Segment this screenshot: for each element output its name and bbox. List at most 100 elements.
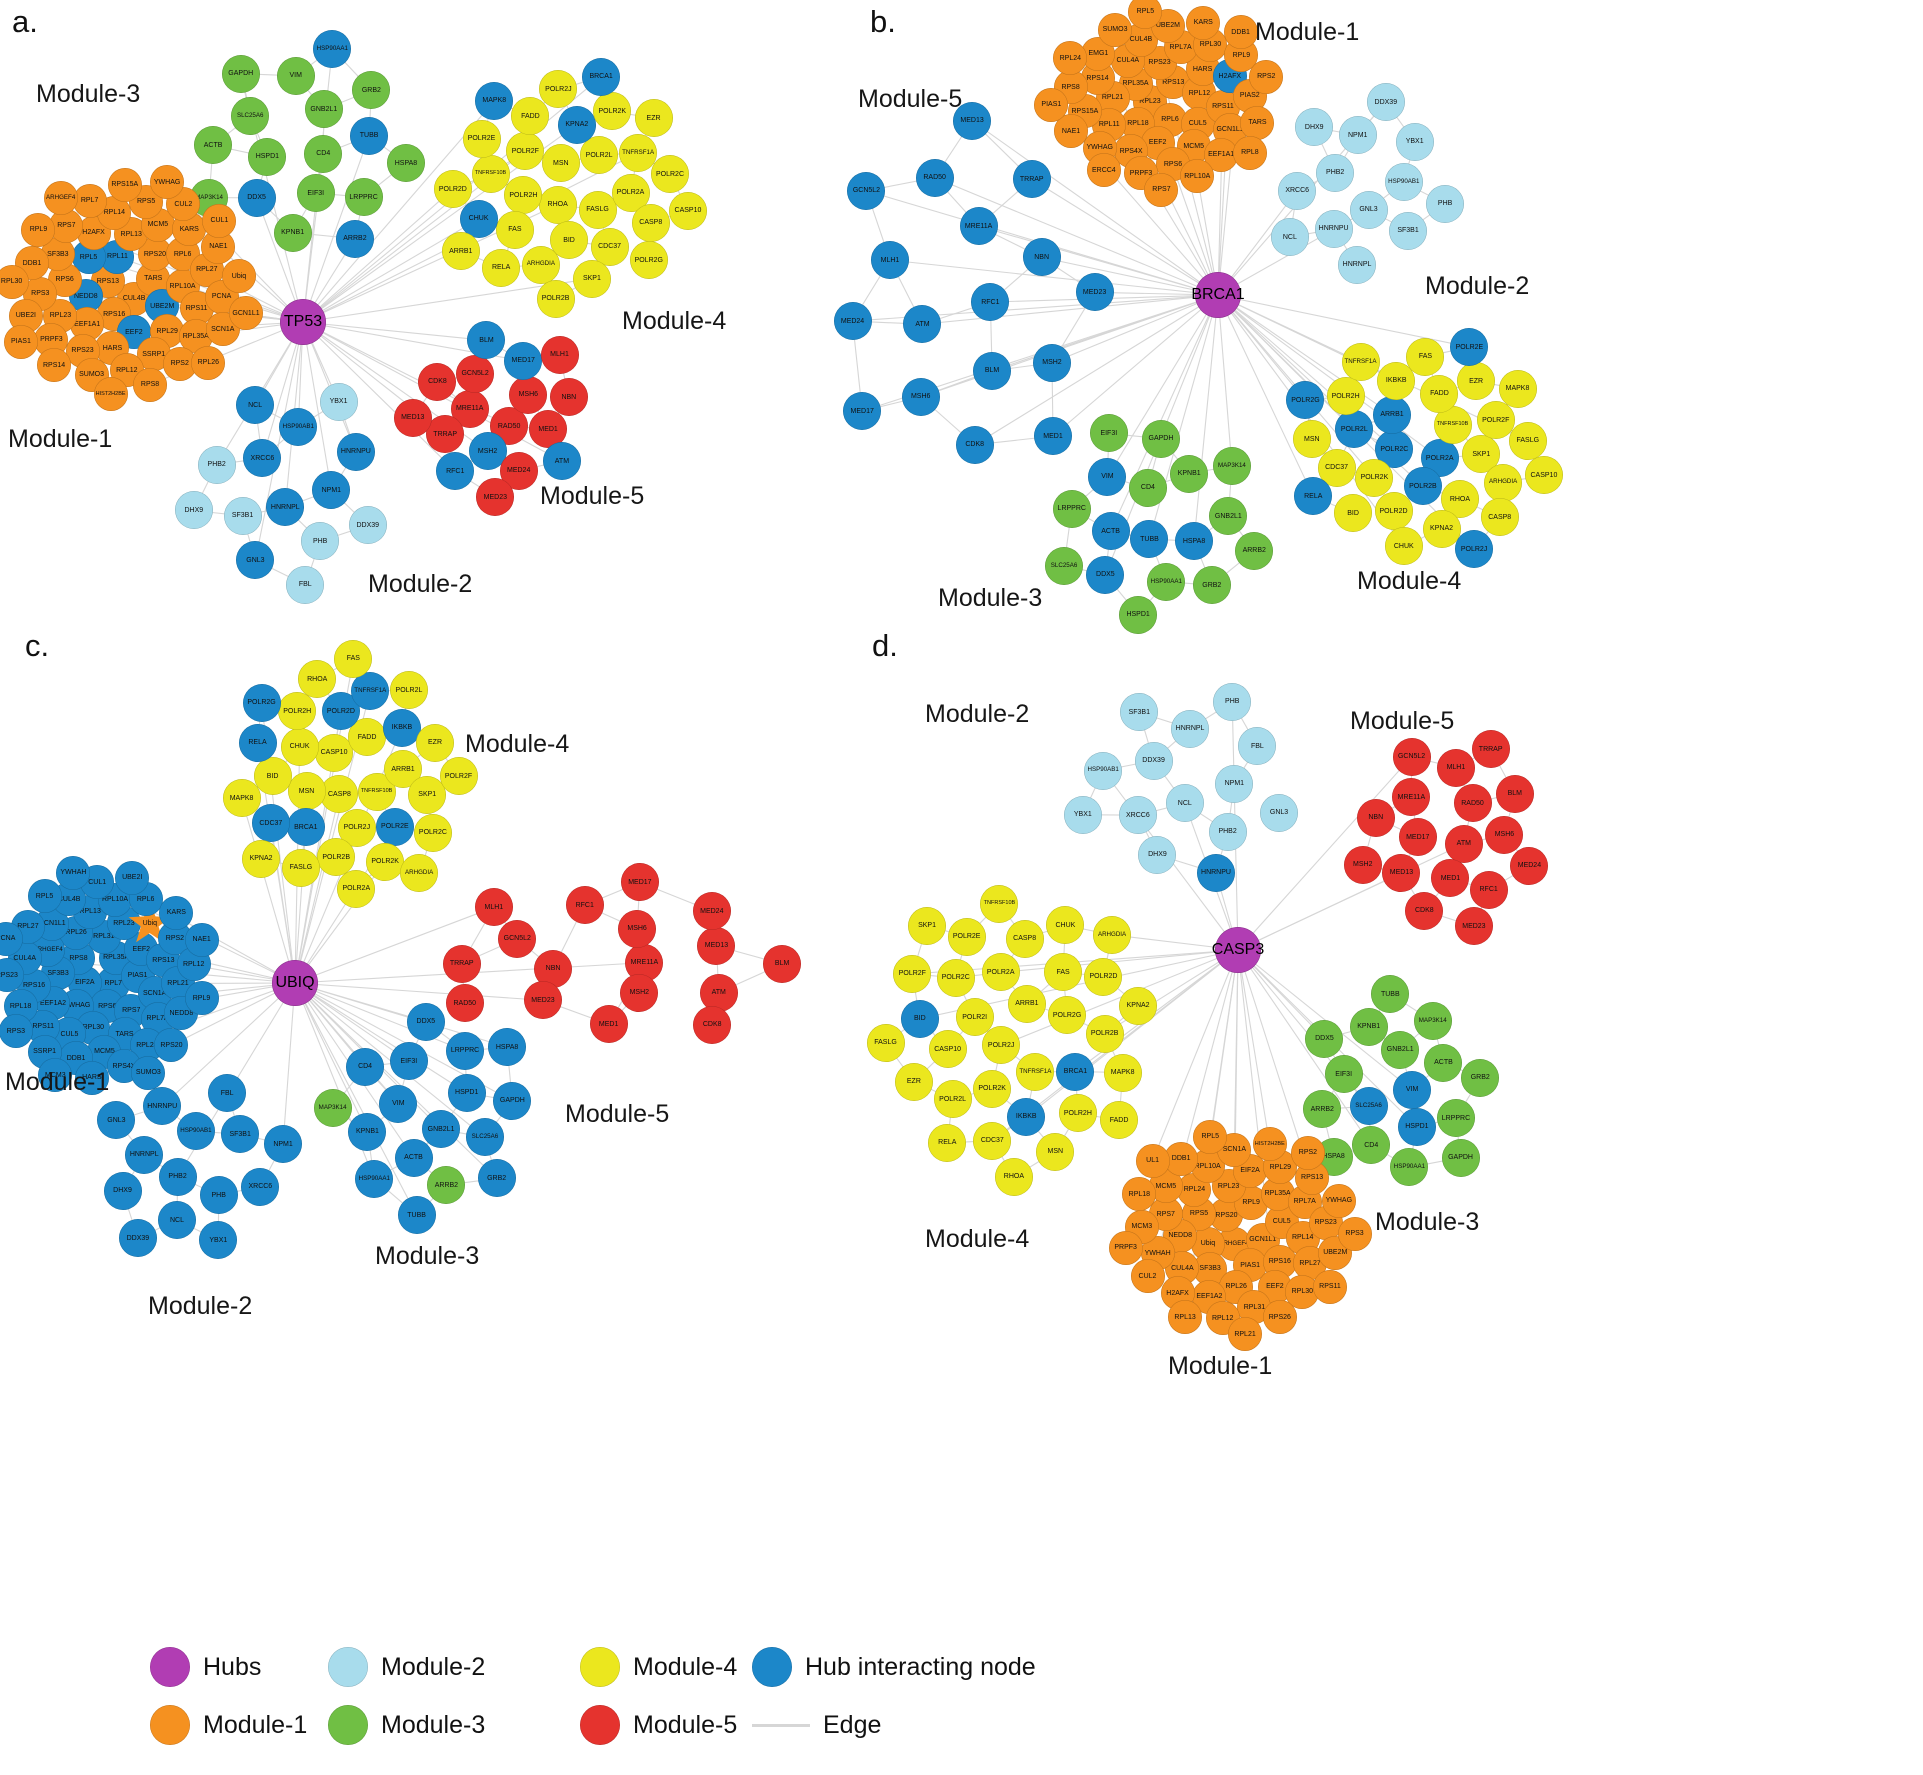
gene-node[interactable]: ARRB1	[441, 232, 480, 271]
gene-node[interactable]: DDX5	[1086, 555, 1125, 594]
gene-node[interactable]: RPL8	[1232, 135, 1267, 170]
gene-node[interactable]: MSN	[287, 772, 326, 811]
gene-node[interactable]: MED13	[393, 398, 432, 437]
gene-node[interactable]: POLR2A	[981, 953, 1020, 992]
gene-node[interactable]: YBX1	[319, 382, 358, 421]
gene-node[interactable]: MSN	[1036, 1132, 1075, 1171]
gene-node[interactable]: GNB2L1	[304, 90, 343, 129]
gene-node[interactable]: RPS15A	[107, 167, 142, 202]
gene-node[interactable]: VIM	[1393, 1070, 1432, 1109]
gene-node[interactable]: HSP90AB1	[1384, 163, 1423, 202]
gene-node[interactable]: HSPD1	[1397, 1107, 1436, 1146]
gene-node[interactable]: ATM	[699, 973, 738, 1012]
gene-node[interactable]: POLR2E	[375, 807, 414, 846]
gene-node[interactable]: VIM	[379, 1084, 418, 1123]
gene-node[interactable]: SUMO3	[131, 1055, 166, 1090]
gene-node[interactable]: BLM	[467, 321, 506, 360]
gene-node[interactable]: MRE11A	[1392, 778, 1431, 817]
gene-node[interactable]: HIST2H2BE	[1252, 1127, 1287, 1162]
gene-node[interactable]: MLH1	[870, 241, 909, 280]
gene-node[interactable]: EIF3I	[296, 174, 335, 213]
gene-node[interactable]: TNFRSF1A	[1341, 342, 1380, 381]
gene-node[interactable]: NPM1	[1338, 116, 1377, 155]
gene-node[interactable]: PIAS1	[1034, 87, 1069, 122]
gene-node[interactable]: DHX9	[174, 491, 213, 530]
gene-node[interactable]: ARHGDIA	[400, 854, 439, 893]
gene-node[interactable]: GAPDH	[1141, 419, 1180, 458]
gene-node[interactable]: RPS14	[37, 348, 72, 383]
gene-node[interactable]: VIM	[276, 56, 315, 95]
gene-node[interactable]: GNB2L1	[1209, 497, 1248, 536]
gene-node[interactable]: POLR2F	[1476, 401, 1515, 440]
gene-node[interactable]: CUL2	[1130, 1259, 1165, 1294]
gene-node[interactable]: RPL13	[1168, 1300, 1203, 1335]
gene-node[interactable]: ARHGDIA	[521, 245, 560, 284]
gene-node[interactable]: CASP8	[631, 203, 670, 242]
gene-node[interactable]: TRRAP	[1012, 160, 1051, 199]
gene-node[interactable]: MAPK8	[222, 779, 261, 818]
gene-node[interactable]: RPL9	[184, 981, 219, 1016]
gene-node[interactable]: FADD	[1100, 1101, 1139, 1140]
gene-node[interactable]: HNRNPU	[143, 1087, 182, 1126]
gene-node[interactable]: KPNA2	[1422, 509, 1461, 548]
gene-node[interactable]: CASP8	[1005, 919, 1044, 958]
gene-node[interactable]: POLR2G	[1048, 996, 1087, 1035]
gene-node[interactable]: CHUK	[280, 727, 319, 766]
gene-node[interactable]: MSH2	[1343, 845, 1382, 884]
gene-node[interactable]: POLR2K	[366, 842, 405, 881]
gene-node[interactable]: NCL	[1165, 784, 1204, 823]
gene-node[interactable]: SKP1	[572, 259, 611, 298]
gene-node[interactable]: POLR2B	[1085, 1014, 1124, 1053]
gene-node[interactable]: RHOA	[298, 660, 337, 699]
gene-node[interactable]: LRPPRC	[344, 178, 383, 217]
gene-node[interactable]: DDX5	[406, 1002, 445, 1041]
gene-node[interactable]: POLR2J	[982, 1026, 1021, 1065]
gene-node[interactable]: RELA	[238, 723, 277, 762]
gene-node[interactable]: NPM1	[1215, 764, 1254, 803]
gene-node[interactable]: RPS26	[1262, 1300, 1297, 1335]
gene-node[interactable]: MED1	[1034, 417, 1072, 456]
gene-node[interactable]: PHB	[199, 1176, 238, 1215]
gene-node[interactable]: HSP90AB1	[279, 407, 318, 446]
gene-node[interactable]: RPL10A	[1180, 159, 1215, 194]
gene-node[interactable]: FAS	[495, 210, 534, 249]
gene-node[interactable]: LRPPRC	[446, 1031, 485, 1070]
gene-node[interactable]: RPS2	[1290, 1135, 1325, 1170]
gene-node[interactable]: POLR2K	[973, 1069, 1012, 1108]
gene-node[interactable]: HNRNPU	[336, 432, 375, 471]
gene-node[interactable]: POLR2L	[580, 136, 619, 175]
gene-node[interactable]: RPL26	[191, 345, 226, 380]
gene-node[interactable]: CHUK	[1384, 527, 1423, 566]
gene-node[interactable]: RPS2	[1249, 59, 1284, 94]
gene-node[interactable]: KPNB1	[348, 1112, 387, 1151]
gene-node[interactable]: RFC1	[1469, 870, 1508, 909]
gene-node[interactable]: MED24	[1510, 846, 1549, 885]
gene-node[interactable]: GNL3	[97, 1101, 136, 1140]
gene-node[interactable]: SKP1	[908, 906, 947, 945]
gene-node[interactable]: RELA	[928, 1123, 967, 1162]
gene-node[interactable]: POLR2L	[389, 671, 428, 710]
gene-node[interactable]: POLR2C	[936, 958, 975, 997]
gene-node[interactable]: PHB2	[1316, 153, 1355, 192]
gene-node[interactable]: MSH6	[618, 909, 657, 948]
gene-node[interactable]: MSH6	[1485, 815, 1524, 854]
gene-node[interactable]: DDX5	[237, 178, 276, 217]
gene-node[interactable]: RAD50	[445, 984, 484, 1023]
gene-node[interactable]: MLH1	[540, 335, 579, 374]
gene-node[interactable]: POLR2B	[536, 279, 575, 318]
gene-node[interactable]: SF3B1	[1389, 211, 1428, 250]
gene-node[interactable]: POLR2B	[317, 838, 356, 877]
gene-node[interactable]: NCL	[158, 1201, 196, 1240]
gene-node[interactable]: ARHGDIA	[1093, 915, 1132, 954]
gene-node[interactable]: GCN5L2	[456, 354, 495, 393]
gene-node[interactable]: HSP90AA1	[355, 1159, 394, 1198]
gene-node[interactable]: POLR2D	[1374, 492, 1413, 531]
gene-node[interactable]: ARRB1	[1007, 984, 1046, 1023]
gene-node[interactable]: ARRB1	[1372, 395, 1411, 434]
gene-node[interactable]: TRRAP	[1471, 730, 1510, 769]
gene-node[interactable]: ATM	[1444, 824, 1483, 863]
gene-node[interactable]: NBN	[1022, 238, 1061, 277]
gene-node[interactable]: POLR2J	[539, 70, 578, 109]
gene-node[interactable]: PHB2	[158, 1157, 197, 1196]
gene-node[interactable]: MAPK8	[1103, 1053, 1142, 1092]
